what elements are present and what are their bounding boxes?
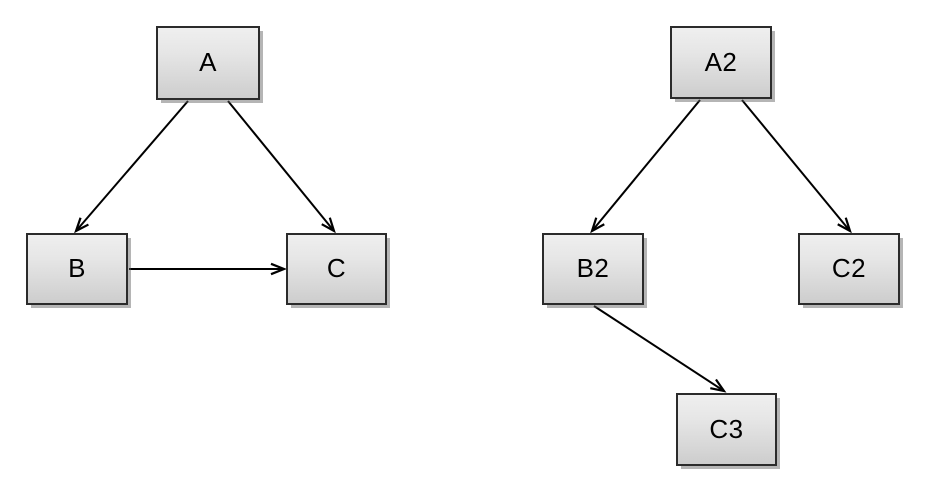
node-b2-label: B2	[576, 253, 610, 283]
edge-a-to-c	[227, 100, 334, 231]
edge-a-to-b	[76, 100, 189, 231]
node-c[interactable]: C	[286, 233, 387, 305]
arrowhead-a2-to-c2	[837, 217, 852, 234]
node-c-label: C	[326, 253, 347, 283]
edge-b2-to-c3	[593, 305, 723, 391]
node-c3-label: C3	[709, 413, 744, 444]
arrowhead-a2-to-b2	[590, 217, 605, 234]
node-b2[interactable]: B2	[542, 233, 644, 305]
arrowhead-a-to-c	[321, 217, 336, 234]
node-a[interactable]: A	[156, 26, 260, 100]
edge-a2-to-c2	[741, 99, 850, 231]
node-a-label: A	[199, 47, 217, 77]
node-c3[interactable]: C3	[676, 393, 777, 466]
node-c2-label: C2	[831, 253, 867, 283]
arrowhead-b2-to-c3	[710, 378, 727, 393]
node-b[interactable]: B	[26, 233, 128, 305]
node-b-label: B	[68, 253, 86, 283]
node-c2[interactable]: C2	[798, 233, 900, 305]
node-a2-label: A2	[704, 46, 738, 77]
arrowhead-a-to-b	[74, 217, 89, 234]
node-a2[interactable]: A2	[670, 26, 772, 99]
arrowhead-b-to-c	[270, 262, 287, 276]
edge-a2-to-b2	[592, 99, 701, 231]
